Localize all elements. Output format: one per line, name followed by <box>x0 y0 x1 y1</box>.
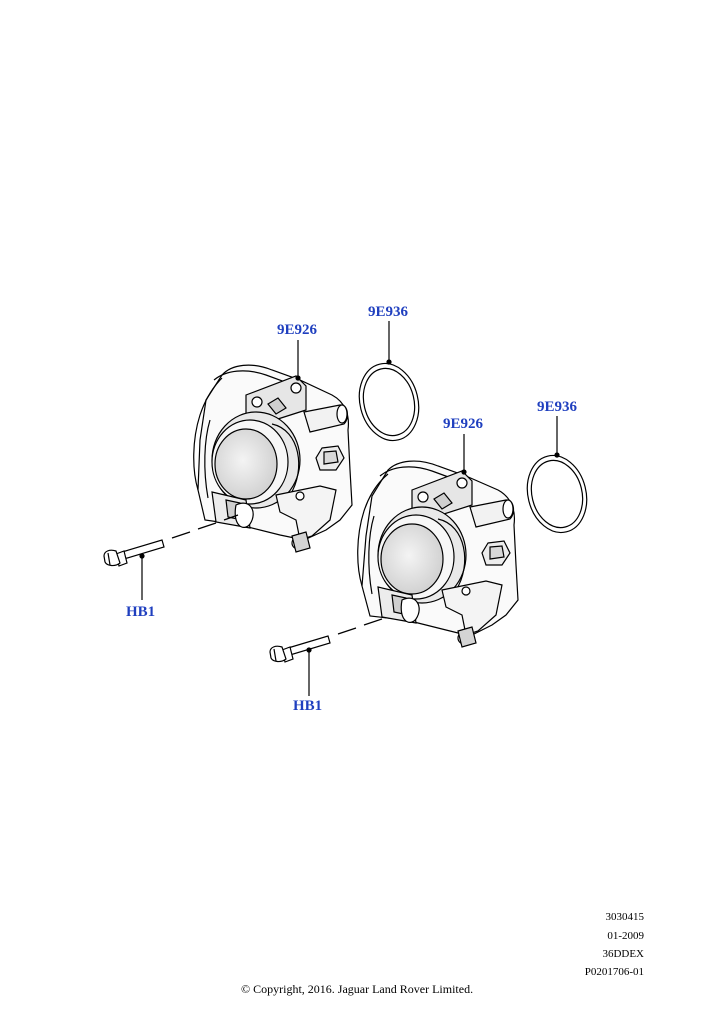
bolt-upper-leader <box>171 514 239 539</box>
callout-leaders <box>139 321 560 696</box>
reference-date: 01-2009 <box>607 930 644 942</box>
throttle-body-upper <box>193 364 353 553</box>
illustration-id: P0201706-01 <box>584 966 644 978</box>
callout-gasket-upper: 9E936 <box>368 304 409 320</box>
callout-throttle-body-upper: 9E926 <box>277 322 318 338</box>
copyright-notice: © Copyright, 2016. Jaguar Land Rover Lim… <box>241 982 474 996</box>
gasket-upper <box>358 362 420 442</box>
callout-bolt-lower: HB1 <box>293 698 323 714</box>
callout-gasket-lower: 9E936 <box>537 399 578 415</box>
bolt-upper <box>103 539 165 567</box>
bolt-lower <box>269 635 331 663</box>
callout-bolt-upper: HB1 <box>126 604 156 620</box>
bolt-lower-leader <box>337 618 383 635</box>
throttle-body-lower <box>357 460 519 648</box>
gasket-lower <box>526 454 588 534</box>
reference-number: 3030415 <box>605 911 645 923</box>
callout-throttle-body-lower: 9E926 <box>443 416 484 432</box>
reference-code: 36DDEX <box>602 948 644 960</box>
